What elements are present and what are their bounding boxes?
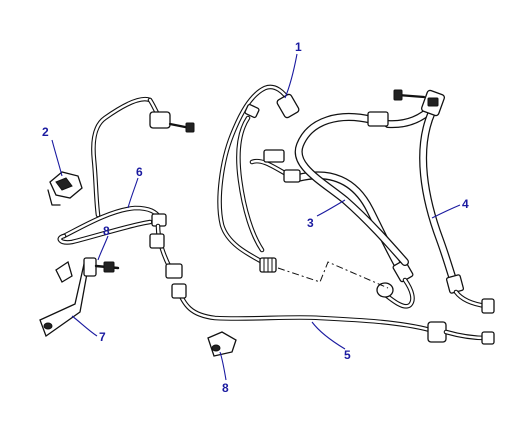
- part-6-pipe: [57, 96, 183, 279]
- part-4-hose: [294, 89, 495, 314]
- part-3-hose: [249, 149, 415, 309]
- bolt-top-right: [393, 89, 426, 101]
- part-8-clip-left: [83, 257, 120, 277]
- callout-4: 4: [462, 197, 469, 211]
- callout-8-bottom: 8: [222, 381, 229, 395]
- part-5-pipe: [171, 283, 495, 345]
- part-2-bracket: [47, 171, 83, 206]
- callout-5: 5: [344, 348, 351, 362]
- callout-7: 7: [99, 330, 106, 344]
- callout-6: 6: [136, 165, 143, 179]
- leader-lines: [51, 53, 461, 381]
- bolt-upper-left: [168, 122, 195, 133]
- callout-3: 3: [307, 216, 314, 230]
- callout-8-left: 8: [103, 224, 110, 238]
- part-8-clip-bottom: [207, 331, 237, 357]
- callout-1: 1: [295, 40, 302, 54]
- callout-2: 2: [42, 125, 49, 139]
- routing-line: [277, 261, 389, 289]
- part-1-pipe: [217, 84, 300, 273]
- part-7-bracket: [39, 260, 89, 338]
